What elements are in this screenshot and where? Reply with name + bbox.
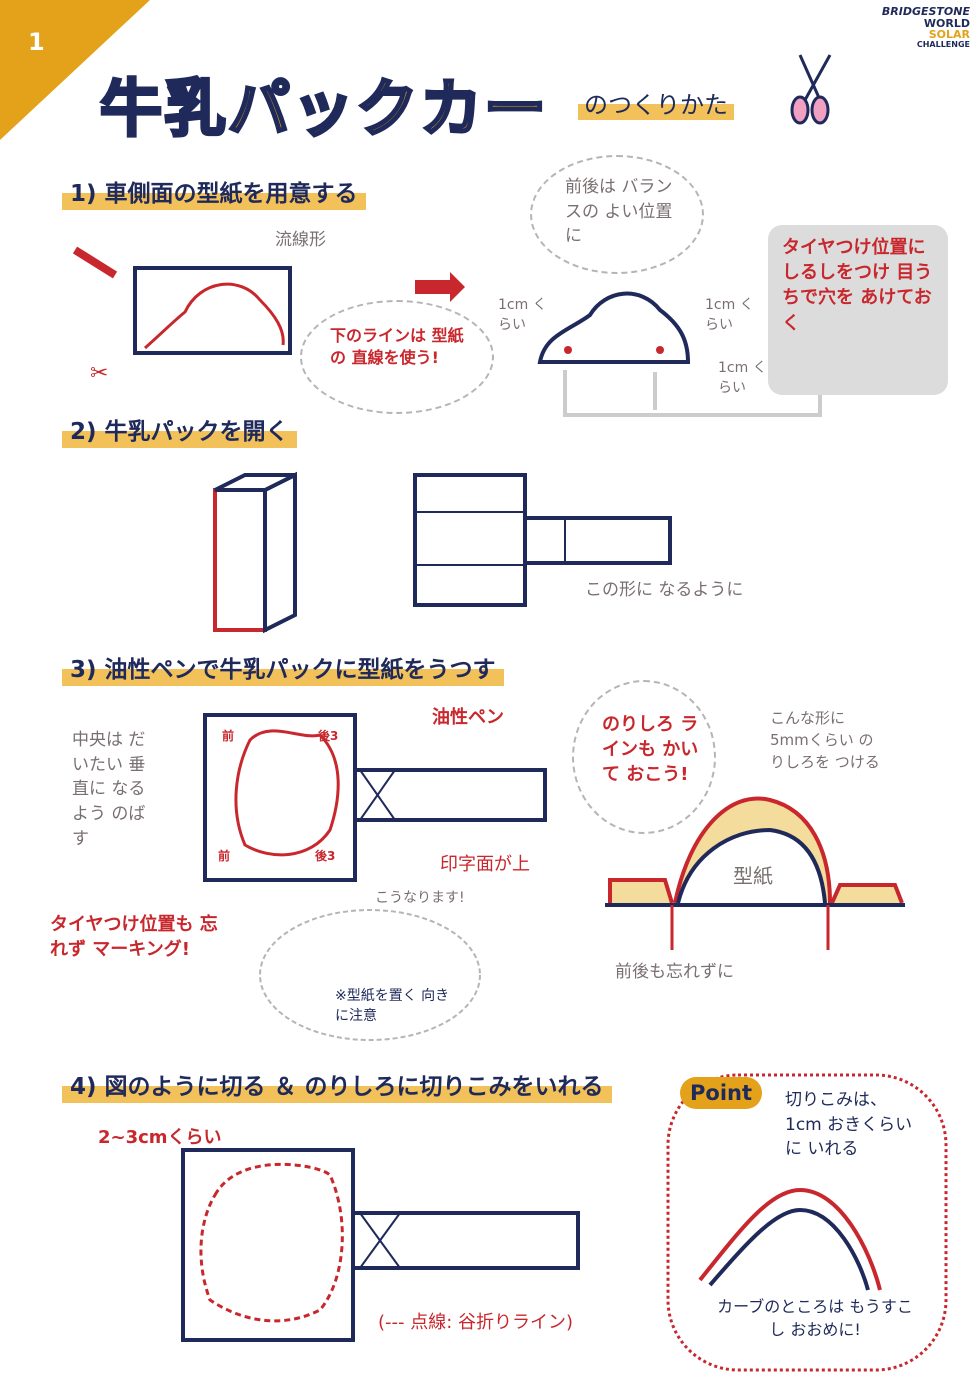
tire-note: タイヤつけ位置に しるしをつけ 目うちで穴を あけておく bbox=[782, 237, 933, 334]
dim-right: 1cm くらい bbox=[705, 297, 754, 334]
step2-heading: 2) 牛乳パックを開く bbox=[62, 410, 297, 448]
dim-left: 1cm くらい bbox=[498, 297, 547, 334]
page-title: 牛乳パックカー bbox=[98, 71, 549, 147]
logo-line3: CHALLENGE bbox=[916, 39, 970, 49]
shape-note: この形に なるように bbox=[585, 580, 744, 600]
carton-with-template bbox=[203, 713, 547, 882]
milk-carton bbox=[213, 471, 297, 634]
streamline-label: 流線形 bbox=[275, 230, 326, 250]
bottom-line-note: 下のラインは 型紙の 直線を使う! bbox=[330, 326, 464, 368]
point-frame bbox=[666, 1073, 948, 1372]
logo-brand: BRIDGESTONE bbox=[881, 5, 970, 18]
step4-heading: 4) 図のように切る ＆ のりしろに切りこみをいれる bbox=[62, 1065, 612, 1103]
front-label-top: 前 bbox=[222, 729, 235, 743]
cut-diagram bbox=[181, 1148, 580, 1342]
pen-label: 油性ペン bbox=[432, 707, 504, 728]
orientation-note: ※型紙を置く 向きに注意 bbox=[335, 988, 450, 1024]
logo-line1: WORLD bbox=[923, 16, 970, 30]
opened-carton bbox=[413, 473, 672, 607]
step1-heading: 1) 車側面の型紙を用意する bbox=[62, 172, 366, 210]
front-label-bottom: 前 bbox=[218, 849, 231, 863]
result-cloud bbox=[259, 909, 481, 1041]
point-badge: Point bbox=[680, 1077, 763, 1109]
curve-note: カーブのところは もうすこし おおめに! bbox=[717, 1297, 913, 1340]
print-up-label: 印字面が上 bbox=[440, 854, 530, 875]
dim-bottom: 1cm くらい bbox=[718, 360, 767, 397]
tire-marking-note: タイヤつけ位置も 忘れず マーキング! bbox=[50, 914, 218, 961]
tire-note-box bbox=[768, 225, 948, 395]
rear-label-bottom: 後3 bbox=[315, 849, 336, 863]
point-text: 切りこみは、 1cm おきくらいに いれる bbox=[785, 1090, 913, 1160]
rear-label-top: 後3 bbox=[318, 729, 339, 743]
glue-margin-diagram bbox=[605, 796, 905, 950]
dont-forget-note: 前後も忘れずに bbox=[615, 962, 734, 982]
glue-line-bubble: のりしろ ラインも かいて おこう! bbox=[602, 714, 699, 786]
step3-heading: 3) 油性ペンで牛乳パックに型紙をうつす bbox=[62, 648, 504, 686]
template-label: 型紙 bbox=[733, 864, 773, 888]
scissors-icon: ✂ bbox=[90, 361, 108, 386]
margin-label: 2~3cmくらい bbox=[98, 1127, 222, 1148]
notch-diagram bbox=[698, 1187, 882, 1291]
pen-icon bbox=[72, 246, 118, 279]
fold-legend: (--- 点線: 谷折りライン) bbox=[378, 1312, 574, 1333]
page-number: 1 bbox=[28, 28, 45, 56]
page-subtitle: のつくりかた bbox=[578, 85, 734, 120]
arrow-icon bbox=[415, 272, 465, 302]
corner-tab bbox=[0, 0, 150, 140]
scissors-icon bbox=[790, 54, 832, 125]
center-note: 中央は だいたい 垂直に なるよう のばす bbox=[72, 730, 146, 849]
result-label: こうなります! bbox=[375, 890, 465, 906]
logo-line2: SOLAR bbox=[928, 28, 970, 42]
logo: BRIDGESTONE WORLD SOLAR CHALLENGE bbox=[882, 6, 970, 49]
balance-note: 前後は バランスの よい位置に bbox=[565, 177, 673, 247]
template-rectangle bbox=[133, 266, 292, 355]
glue-note: こんな形に 5mmくらい のりしろを つける bbox=[770, 709, 880, 771]
